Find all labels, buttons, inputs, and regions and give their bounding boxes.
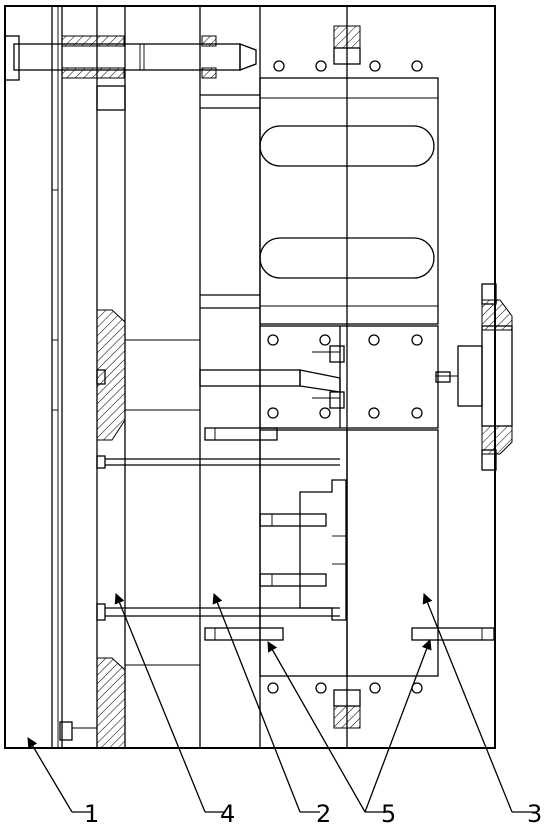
callout-1: 1 (84, 800, 99, 828)
sprue-bushing-bottom (333, 689, 361, 729)
callout-5: 5 (381, 800, 396, 828)
ejector-plate-hatching (96, 85, 126, 749)
callout-3: 3 (527, 800, 542, 828)
callout-4: 4 (220, 800, 235, 828)
runner-region (199, 325, 439, 429)
bolt-holes (267, 60, 423, 694)
screws (204, 427, 495, 641)
lower-cavity-block (259, 429, 439, 677)
sprue-bushing-top (333, 25, 361, 65)
locating-ring-right (435, 283, 513, 471)
guide-pin-top (4, 35, 257, 81)
mold-outer-frame (4, 5, 496, 749)
callout-2: 2 (316, 800, 331, 828)
upper-cavity-block (200, 77, 439, 325)
clamp-plate-part-1 (51, 6, 59, 748)
leader-lines (27, 593, 532, 813)
